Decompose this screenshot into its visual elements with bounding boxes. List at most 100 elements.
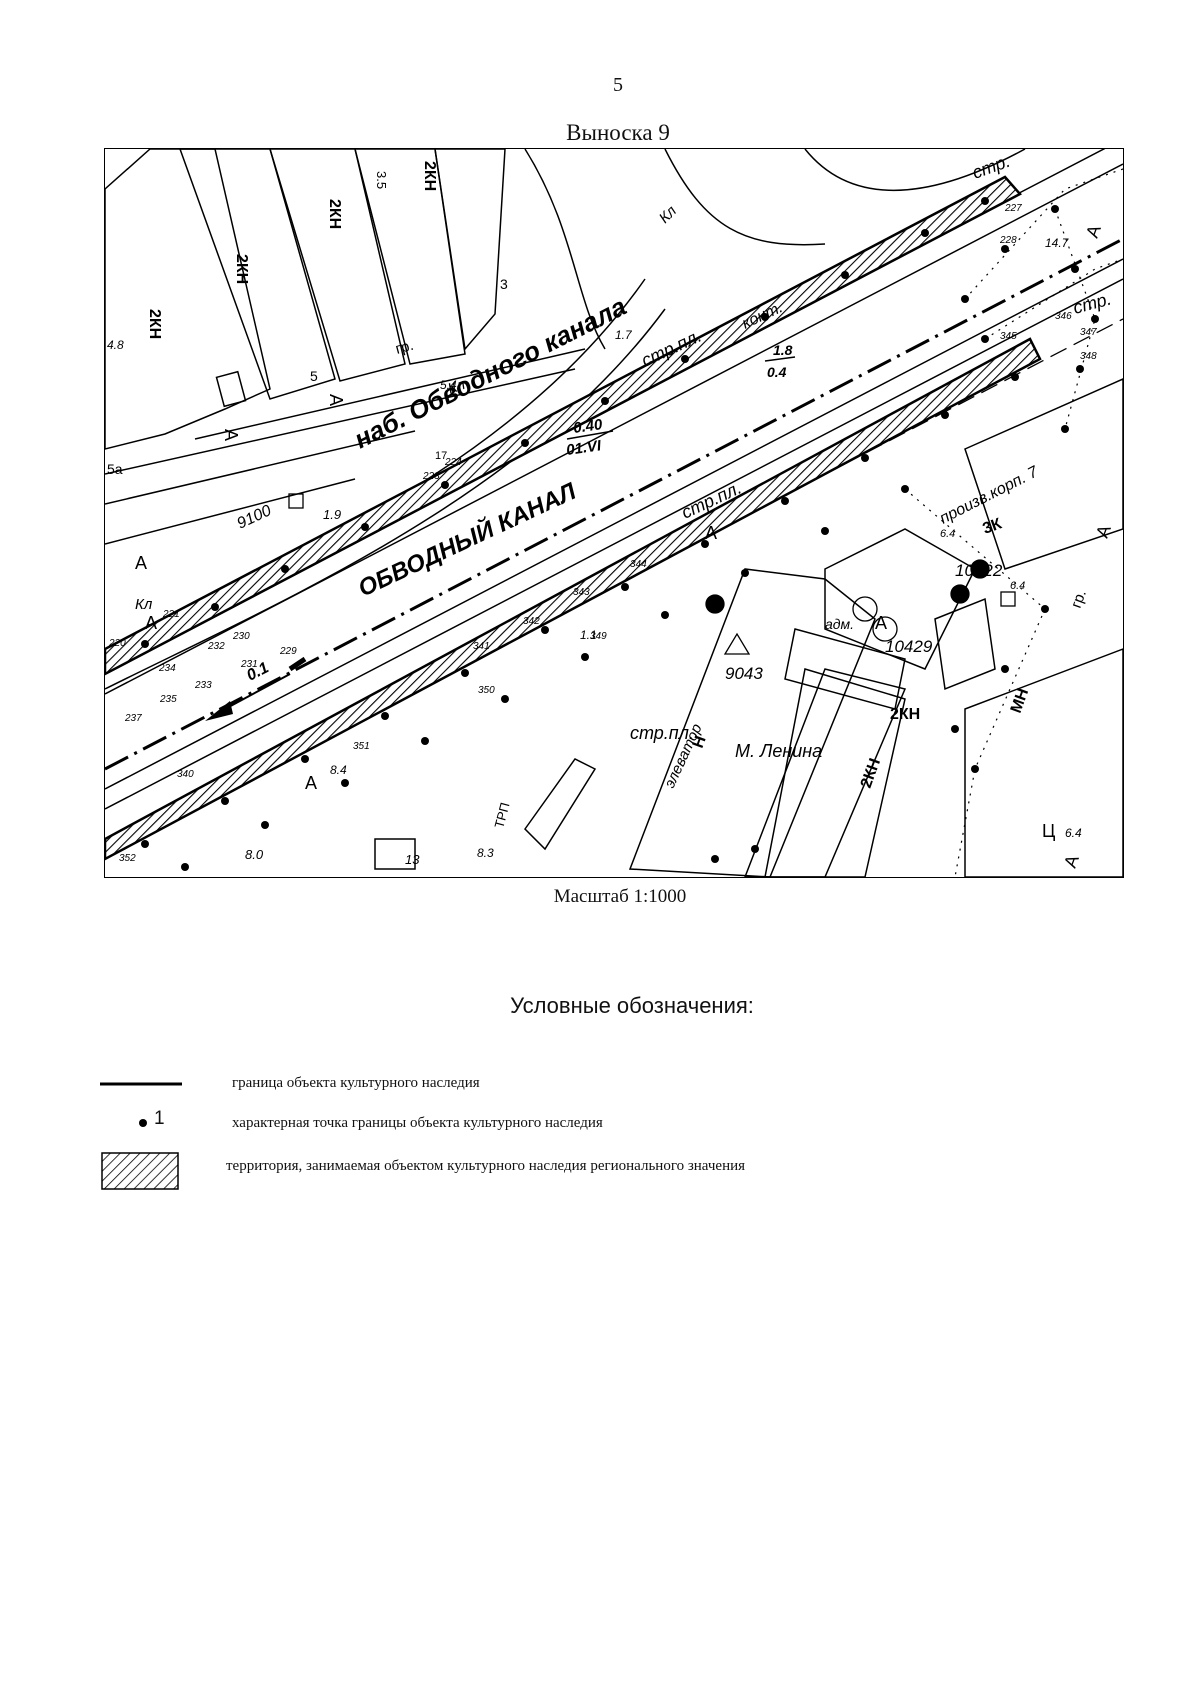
zone-label-7: А xyxy=(875,613,887,633)
point-number: 351 xyxy=(353,741,370,752)
legend-item-text: территория, занимаемая объектом культурн… xyxy=(226,1158,746,1174)
scale-label: Масштаб 1:1000 xyxy=(553,886,687,907)
survey-symbols xyxy=(288,493,1016,655)
boundary-point-symbol xyxy=(139,1119,147,1127)
zone-label-3: А xyxy=(326,394,346,406)
building-label-8: МН xyxy=(1008,686,1032,715)
boundary-line-symbol xyxy=(100,1082,182,1086)
label-3: 3 xyxy=(500,276,508,292)
label-lenina: М. Ленина xyxy=(735,741,822,761)
label-adm: адм. xyxy=(825,616,854,632)
fraction-1-top: 0.40 xyxy=(572,416,604,437)
label-gr-1: гр. xyxy=(394,337,416,358)
building-label-9: Н xyxy=(690,734,710,751)
point-number: 227 xyxy=(1004,203,1022,214)
label-9043: 9043 xyxy=(725,664,763,683)
legend-item-boundary-point: 1 характерная точка границы объекта куль… xyxy=(0,1106,1200,1138)
buildings-top-left xyxy=(105,149,586,545)
point-number: 235 xyxy=(159,694,177,705)
legend-point-label: 1 xyxy=(154,1108,165,1129)
label-v-6-4-c: 6.4 xyxy=(1010,580,1025,592)
point-number: 228 xyxy=(999,235,1017,246)
point-number: 233 xyxy=(194,680,212,691)
point-numbers: 220 221 223 224 227 228 229 230 231 232 … xyxy=(108,203,1097,864)
buildings-lower-right xyxy=(374,378,1123,877)
zone-label-2: А xyxy=(145,613,157,633)
label-str-right: стр. xyxy=(1071,288,1114,317)
building-label-1: 2КН xyxy=(146,309,163,339)
zone-label-4: А xyxy=(221,429,241,441)
label-v-3-5: 3.5 xyxy=(374,171,389,189)
building-label-6: 2КН xyxy=(858,756,884,790)
flow-arrow xyxy=(205,656,307,721)
point-number: 223 xyxy=(422,471,440,482)
point-number: 231 xyxy=(240,659,258,670)
point-number: 341 xyxy=(473,641,490,652)
label-13: 13 xyxy=(405,852,420,867)
point-number: 348 xyxy=(1080,351,1097,362)
label-5: 5 xyxy=(310,368,318,384)
point-number: 224 xyxy=(444,457,462,468)
label-kl-2: Кл xyxy=(446,376,469,398)
label-10922: 10922 xyxy=(955,561,1003,580)
building-label-2: 2КН xyxy=(233,254,250,284)
legend-item-heritage-territory: территория, занимаемая объектом культурн… xyxy=(0,1152,1200,1190)
point-number: 234 xyxy=(158,663,176,674)
point-number: 347 xyxy=(1080,327,1097,338)
label-v-17: 17 xyxy=(435,450,447,462)
zone-label-8: А xyxy=(1082,222,1105,240)
zone-label-11: Ц xyxy=(1042,821,1055,841)
legend-item-text: характерная точка границы объекта культу… xyxy=(232,1115,603,1131)
label-v-8-4: 8.4 xyxy=(330,763,347,777)
point-number: 220 xyxy=(108,638,126,649)
fraction-2-bottom: 0.4 xyxy=(767,364,787,380)
point-number: 345 xyxy=(1000,331,1017,342)
zone-label-5: А xyxy=(705,523,717,543)
heritage-territory xyxy=(105,175,1042,861)
boundary-points xyxy=(141,197,1099,871)
topographic-map: ОБВОДНЫЙ КАНАЛ наб. Обводного канала 0.1… xyxy=(105,149,1123,877)
point-number: 221 xyxy=(162,609,180,620)
label-v-6-4-a: 6.4 xyxy=(940,528,955,540)
label-v-5-4: 5.4 xyxy=(440,378,457,392)
point-number: 344 xyxy=(630,559,647,570)
zone-label-10: А xyxy=(1060,852,1083,870)
page-number: 5 xyxy=(613,74,623,96)
fraction-1-bottom: 01.VI xyxy=(565,437,603,459)
label-v-8-0: 8.0 xyxy=(245,847,264,862)
building-label-4: 2КН xyxy=(421,161,438,191)
callout-title: Выноска 9 xyxy=(566,120,670,145)
label-str-pl-3: стр.пл. xyxy=(630,723,694,743)
label-10429: 10429 xyxy=(885,637,933,656)
point-number: 349 xyxy=(590,631,607,642)
point-number: 229 xyxy=(279,646,297,657)
label-v-1-7: 1.7 xyxy=(615,328,633,342)
label-v-6-4-b: 6.4 xyxy=(1065,826,1082,840)
point-number: 350 xyxy=(478,685,495,696)
label-5a: 5а xyxy=(107,461,123,477)
building-label-3: 2КН xyxy=(326,199,343,229)
legend-item-text: граница объекта культурного наследия xyxy=(232,1075,480,1091)
label-v-14-7: 14.7 xyxy=(1045,236,1070,250)
zone-label-1: А xyxy=(135,553,147,573)
hatch-symbol xyxy=(101,1152,179,1190)
label-kl-1: Кл xyxy=(135,596,153,613)
zone-label-6: А xyxy=(305,773,317,793)
map-fragment: ОБВОДНЫЙ КАНАЛ наб. Обводного канала 0.1… xyxy=(104,148,1124,878)
point-number: 232 xyxy=(207,641,225,652)
point-number: 343 xyxy=(573,587,590,598)
label-trp: ТРП xyxy=(491,801,512,830)
point-number: 237 xyxy=(124,713,142,724)
label-v-8-3: 8.3 xyxy=(477,846,494,860)
legend-title: Условные обозначения: xyxy=(510,993,754,1018)
point-number: 230 xyxy=(232,631,250,642)
label-9100: 9100 xyxy=(235,502,275,532)
label-kl-3: Кл xyxy=(656,202,681,227)
point-number: 346 xyxy=(1055,311,1072,322)
point-number: 342 xyxy=(523,616,540,627)
point-number: 352 xyxy=(119,853,136,864)
building-label-7: 3К xyxy=(981,515,1005,537)
legend-item-boundary-line: граница объекта культурного наследия xyxy=(0,1066,1200,1098)
label-v-4-8: 4.8 xyxy=(107,338,124,352)
building-label-5: 2КН xyxy=(890,706,920,723)
